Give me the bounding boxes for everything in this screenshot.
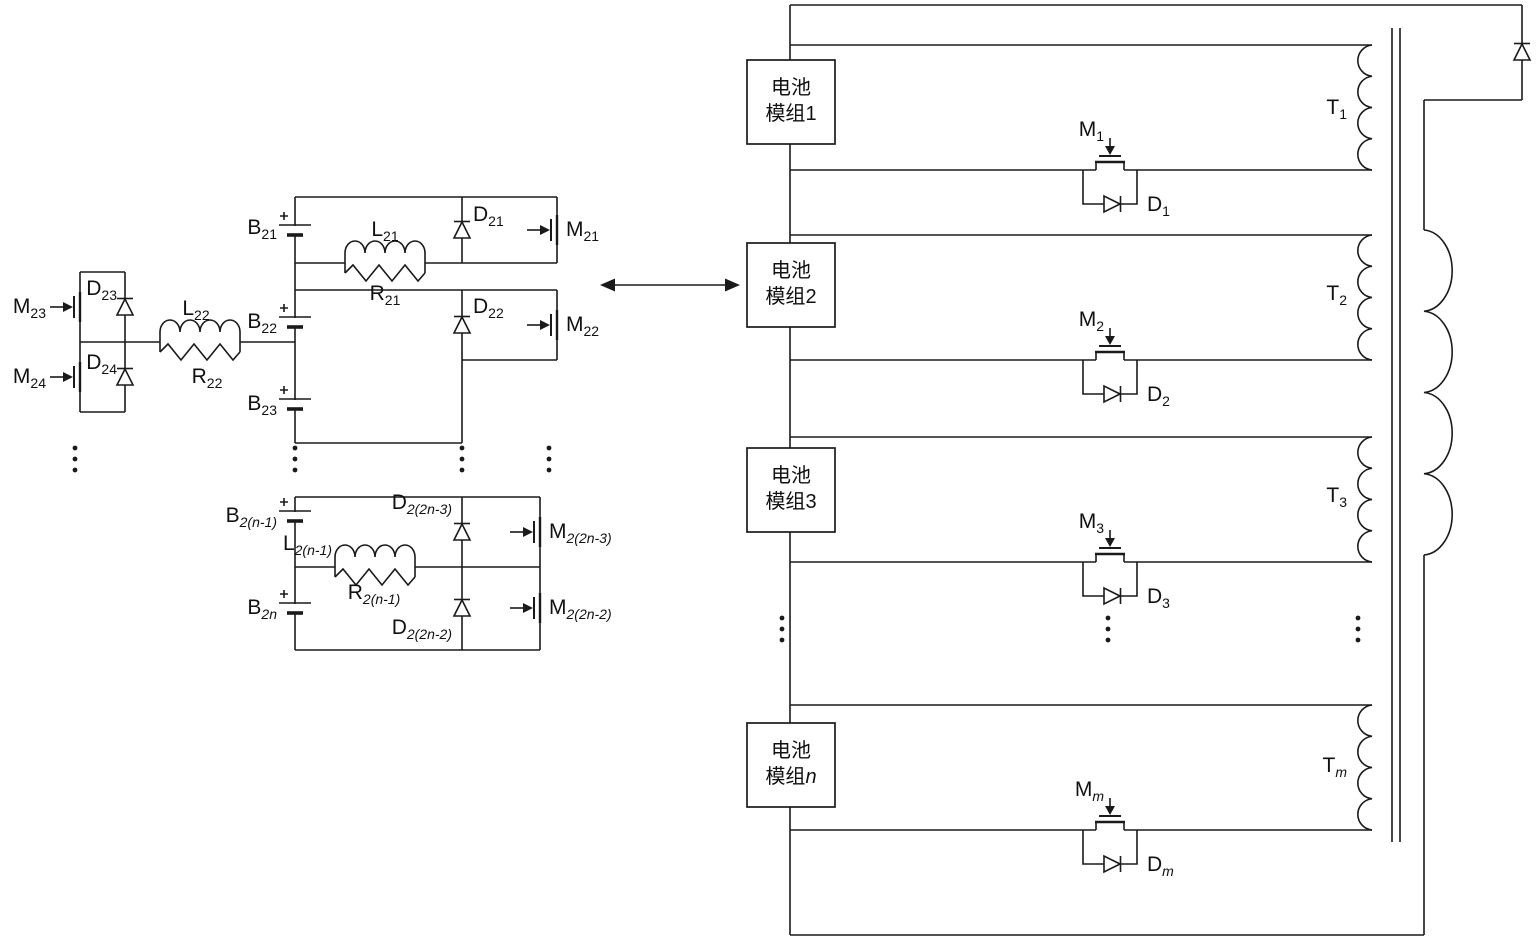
label-D2n3: D2(2n-3)	[392, 491, 452, 517]
battery-module-box-3	[746, 447, 836, 533]
diode-D1-symbol	[1103, 195, 1122, 213]
mosfet-M2n3-symbol	[508, 515, 542, 549]
diode-D21-symbol	[453, 220, 471, 239]
transformer-T1-winding	[1357, 44, 1373, 171]
label-R2n1: R2(n-1)	[348, 581, 401, 607]
transformer-T2-winding	[1357, 234, 1373, 361]
mosfet-M22-symbol	[525, 308, 559, 342]
module-2-label-line1: 电池	[771, 259, 811, 282]
left-circuit-wires	[79, 196, 558, 651]
arrowhead-right	[725, 278, 740, 292]
right-circuit-wires	[789, 4, 1523, 936]
label-M22: M22	[566, 313, 599, 339]
label-B21: B21	[247, 216, 277, 242]
arrowhead-left	[600, 278, 615, 292]
label-B22: B22	[247, 310, 277, 336]
label-M24: M24	[13, 365, 46, 391]
label-L22: L22	[182, 297, 209, 323]
ellipsis-right-windings	[1355, 615, 1361, 643]
battery-module-box-2	[746, 242, 836, 328]
ellipsis-left-col1	[72, 445, 78, 473]
label-M2: M2	[1079, 308, 1105, 334]
secondary-winding	[1423, 229, 1453, 556]
label-B2n: B2n	[247, 596, 277, 622]
label-Tm: Tm	[1323, 754, 1348, 780]
module-3-label-line2: 模组3	[765, 490, 816, 513]
ellipsis-left-col2	[292, 445, 298, 473]
module-3-label-line1: 电池	[771, 464, 811, 487]
ellipsis-right-switches	[1105, 615, 1111, 643]
label-D2: D2	[1147, 383, 1170, 409]
diode-D22-symbol	[453, 315, 471, 334]
right-system-circuit: 电池 模组1 电池 模组2 电池 模组3 电池 模组n T1 T2 T3 Tm …	[746, 4, 1531, 936]
label-M21: M21	[566, 218, 599, 244]
transformer-core	[1391, 28, 1401, 842]
mosfet-M21-symbol	[525, 213, 559, 247]
battery-module-box-1	[746, 59, 836, 145]
label-M23: M23	[13, 295, 46, 321]
mosfet-M2n2-symbol	[508, 591, 542, 625]
diode-Dm-symbol	[1103, 855, 1122, 873]
coupling-arrow	[600, 278, 740, 292]
label-Dm: Dm	[1147, 853, 1174, 879]
label-L2n1: L2(n-1)	[283, 532, 332, 558]
label-D23: D23	[86, 277, 117, 303]
ellipsis-left-col4	[546, 445, 552, 473]
module-1-label-line1: 电池	[771, 76, 811, 99]
resistor-R21-symbol	[344, 264, 426, 282]
diode-D3-symbol	[1103, 587, 1122, 605]
module-2-label-line2: 模组2	[765, 285, 816, 308]
label-D24: D24	[86, 351, 117, 377]
label-M2n2: M2(2n-2)	[549, 596, 612, 622]
ellipsis-right-bus	[779, 615, 785, 643]
mosfet-M24-symbol	[48, 360, 82, 394]
label-T2: T2	[1326, 282, 1347, 308]
label-M1: M1	[1079, 118, 1105, 144]
label-M3: M3	[1079, 510, 1105, 536]
label-T3: T3	[1326, 484, 1347, 510]
diode-D23-symbol	[116, 297, 134, 316]
left-module-detail-circuit: B21 B22 B23 B2(n-1) B2n L21 R21 L22 R22 …	[13, 196, 612, 651]
module-n-label-line2: 模组n	[765, 765, 816, 788]
battery-module-box-n	[746, 722, 836, 808]
ellipsis-left-col3	[459, 445, 465, 473]
module-n-label-line1: 电池	[771, 739, 811, 762]
label-M2n3: M2(2n-3)	[549, 520, 612, 546]
label-L21: L21	[371, 218, 398, 244]
mosfet-M23-symbol	[48, 290, 82, 324]
transformer-T3-winding	[1357, 436, 1373, 563]
module-1-label-line2: 模组1	[765, 102, 816, 125]
diode-D24-symbol	[116, 367, 134, 386]
label-B23: B23	[247, 392, 277, 418]
label-D3: D3	[1147, 585, 1170, 611]
diode-D2n3-symbol	[453, 522, 471, 541]
label-T1: T1	[1326, 96, 1347, 122]
label-B2n1: B2(n-1)	[226, 504, 277, 530]
label-R21: R21	[370, 282, 401, 308]
label-D22: D22	[473, 295, 504, 321]
diode-D2-symbol	[1103, 385, 1122, 403]
label-D1: D1	[1147, 193, 1170, 219]
diode-D2n2-symbol	[453, 598, 471, 617]
transformer-Tm-winding	[1357, 704, 1373, 831]
label-R22: R22	[192, 365, 223, 391]
label-D21: D21	[473, 203, 504, 229]
output-diode-symbol	[1513, 42, 1531, 61]
resistor-R22-symbol	[159, 343, 241, 361]
inductor-L2n1-symbol	[334, 544, 416, 558]
label-Mm: Mm	[1075, 778, 1105, 804]
label-D2n2: D2(2n-2)	[392, 616, 452, 642]
